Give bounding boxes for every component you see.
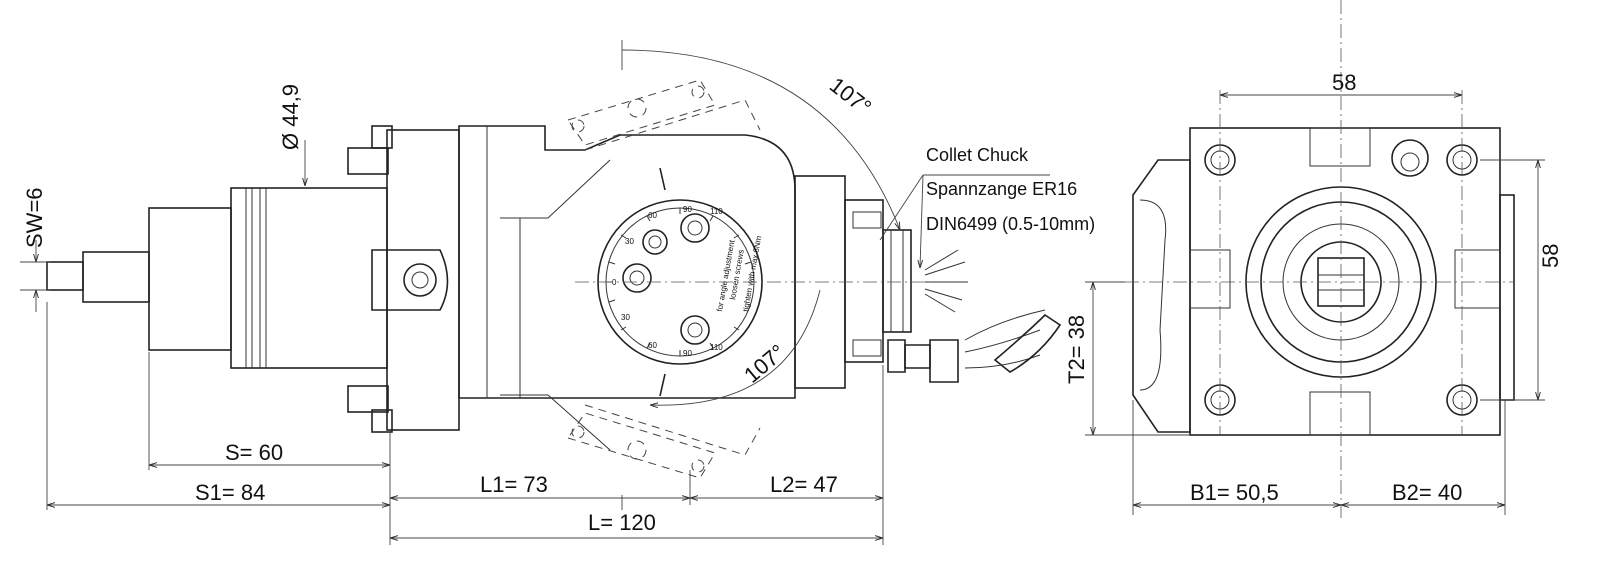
diameter-dimension: Ø 44,9 [278,84,303,150]
front-view-dimensions: 58 58 T2= 38 B1= 50,5 B2= 40 [1064,70,1563,515]
dial-tick-label: 90 [683,349,692,358]
t2-dimension: T2= 38 [1064,315,1089,384]
dial-tick-label: 30 [621,313,630,322]
l1-dimension: L1= 73 [480,472,548,497]
s1-dimension: S1= 84 [195,480,265,505]
front-view [1125,0,1515,520]
collet-range-label: DIN6499 (0.5-10mm) [926,214,1095,234]
swivel-ghost-upper [567,79,761,151]
collet-spec-label: Spannzange ER16 [926,179,1077,199]
l2-dimension: L2= 47 [770,472,838,497]
collet-note: Collet Chuck Spannzange ER16 DIN6499 (0.… [879,145,1095,268]
dial-tick-label: 0 [612,278,617,287]
side-view-dimensions: SW=6 Ø 44,9 S= 60 S1= 84 L1= 73 L2= 47 L… [20,84,884,545]
s-dimension: S= 60 [225,440,283,465]
sw-dimension: SW=6 [22,187,47,248]
collet-chuck-label: Collet Chuck [926,145,1029,165]
side-view: 30 60 90 110 0 30 60 90 110 for angle ad… [46,40,1062,479]
dial-tick-label: 110 [710,207,723,216]
swivel-ghost-lower [567,404,761,479]
b2-dimension: B2= 40 [1392,480,1462,505]
l-dimension: L= 120 [588,510,656,535]
b1-dimension: B1= 50,5 [1190,480,1279,505]
dial-tick-label: 60 [648,341,657,350]
height-dimension: 58 [1538,244,1563,268]
angle-label-upper: 107° [825,72,876,120]
dial-tick-label: 60 [648,211,657,220]
dial-tick-label: 110 [710,343,723,352]
dial-tick-label: 30 [625,237,634,246]
angle-label-lower: 107° [739,339,790,387]
width-dimension: 58 [1332,70,1356,95]
dial-tick-label: 90 [683,205,692,214]
